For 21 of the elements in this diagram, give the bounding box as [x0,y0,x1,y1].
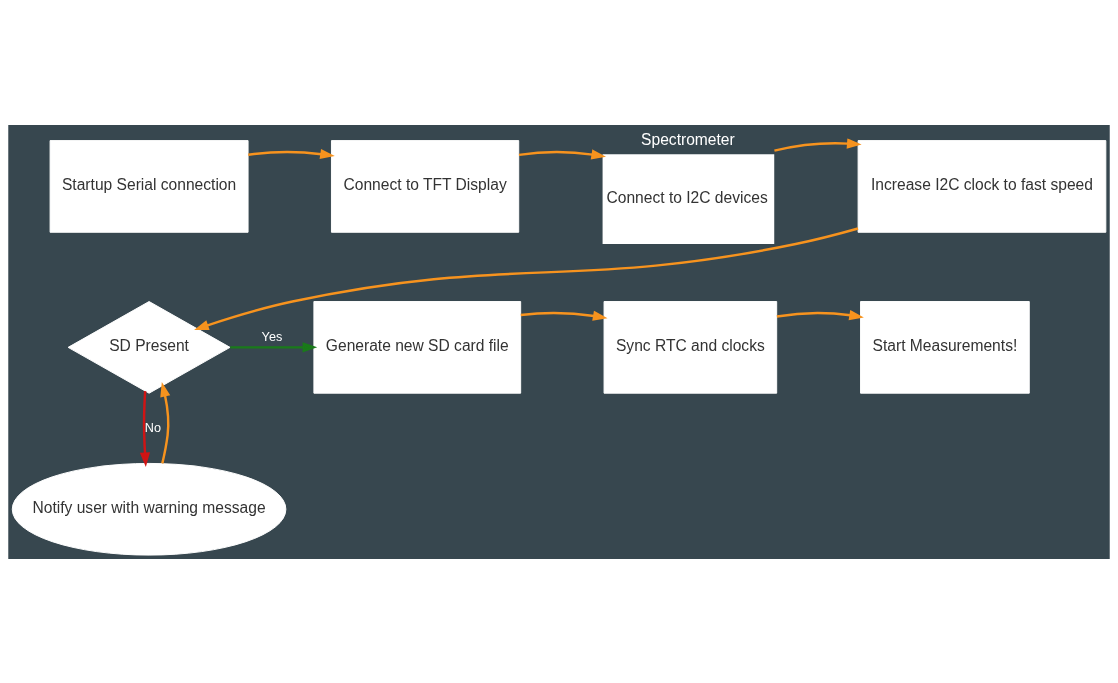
arrow [194,226,859,330]
node-box: Connect to I2C devices [602,153,775,244]
node-box: Connect to TFT Display [330,139,520,233]
arrow [520,310,608,321]
arrow [230,341,318,352]
node-label: Spectrometer [641,130,735,148]
node-box: Startup Serial connection [49,139,249,233]
node-box: Increase I2C clock to fast speed [857,139,1107,233]
arrow [139,390,151,467]
arrow [774,137,862,152]
node-diamond: SD Present [67,300,231,394]
arrow [776,309,864,320]
edge-label: Yes [261,329,283,344]
node-box: Generate new SD card file [313,300,522,394]
arrow [248,148,335,159]
node-box: Start Measurements! [860,300,1030,394]
node-box: Sync RTC and clocks [603,300,778,394]
arrow [518,148,606,159]
arrow [160,381,171,464]
node-ellipse: Notify user with warning message [11,462,287,556]
edge-label: No [144,420,162,435]
